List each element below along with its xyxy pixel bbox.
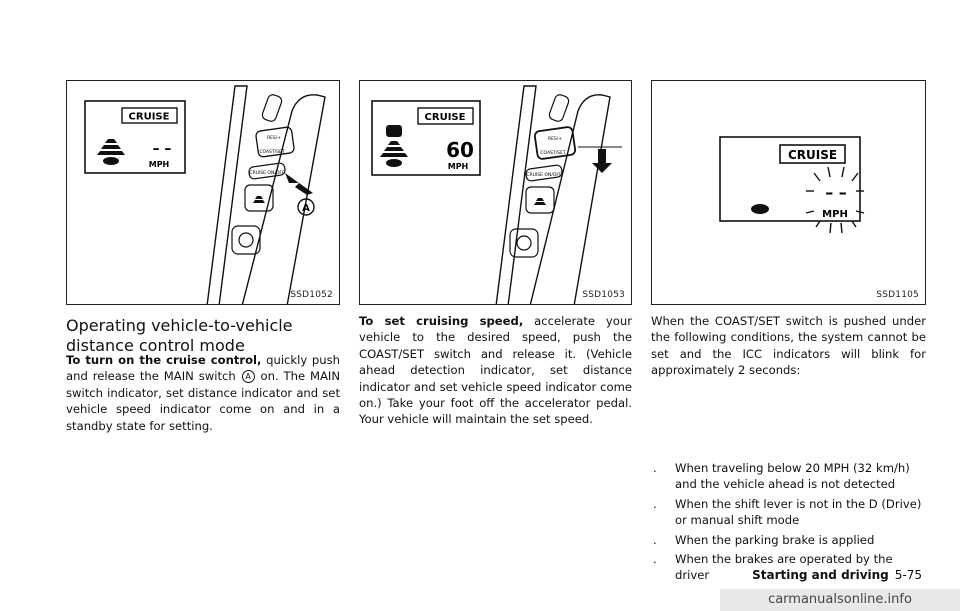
distance-bar-icon [380, 141, 408, 157]
watermark: carmanualsonline.info [720, 589, 960, 611]
display-screen [84, 100, 186, 174]
callout-a-marker: A [241, 370, 255, 384]
vehicle-ahead-icon [103, 157, 119, 165]
col2-paragraph: To set cruising speed, accelerate your v… [359, 314, 632, 427]
col3-intro: When the COAST/SET switch is pushed unde… [651, 314, 926, 378]
cruise-label: CRUISE [425, 112, 466, 123]
unit-label: MPH [448, 162, 469, 171]
display-screen [371, 100, 481, 176]
col1-bold-lead: To turn on the cruise control, [66, 353, 262, 367]
distance-button [244, 184, 274, 212]
cruise-label-box [417, 107, 474, 125]
unit-label: MPH [149, 160, 170, 169]
figure-code: SSD1105 [876, 290, 919, 300]
speed-readout: – – [825, 183, 847, 202]
list-item: .When the brakes are operated by the dri… [653, 552, 893, 583]
panel-edge [206, 85, 248, 304]
figure-illustration: CRUISE – – MPH [719, 136, 865, 234]
figure-ssd1105: CRUISE – – MPH SSD1105 [651, 80, 926, 305]
svg-text:COAST/SET: COAST/SET [259, 149, 285, 155]
list-item: .When the shift lever is not in the D (D… [653, 496, 922, 528]
svg-text:A: A [302, 203, 310, 214]
cruise-label-box [121, 107, 178, 124]
figure-illustration: CRUISE – – MPH RES/+ COAST/SET CRUISE ON… [84, 85, 326, 304]
page-number: 5-75 [894, 568, 922, 582]
display-screen [719, 136, 861, 222]
switch-panel [241, 94, 326, 304]
page-footer: Starting and driving 5-75 [752, 568, 922, 582]
distance-bar-icon [105, 139, 117, 143]
unit-label: MPH [822, 209, 848, 220]
svg-text:RES/+: RES/+ [267, 135, 281, 141]
blink-rays-icon [805, 166, 865, 234]
callout-a-icon [297, 198, 315, 216]
figure-ssd1052: CRUISE – – MPH RES/+ COAST/SET CRUISE ON… [66, 80, 340, 305]
svg-text:COAST/SET: COAST/SET [540, 150, 566, 156]
speed-readout: – – [153, 141, 172, 157]
cruise-label: CRUISE [129, 112, 170, 123]
speed-readout: 60 [446, 138, 474, 162]
figure-ssd1053: CRUISE 60 MPH RES/+ COAST/SET CRUISE ON/… [359, 80, 632, 305]
cruise-label-box [779, 144, 846, 164]
col2-bold-lead: To set cruising speed, [359, 314, 524, 328]
col1-paragraph: To turn on the cruise control, quickly p… [66, 353, 340, 433]
footer-section: Starting and driving [752, 568, 889, 582]
res-coast-switch [255, 126, 295, 158]
figure-code: SSD1052 [290, 290, 333, 300]
cruise-label: CRUISE [788, 148, 837, 162]
on-off-button [261, 94, 283, 122]
svg-text:CRUISE ON/OFF: CRUISE ON/OFF [249, 170, 285, 176]
section-heading: Operating vehicle-to-vehicle distance co… [66, 316, 293, 355]
lane-button [231, 225, 261, 255]
arrow-icon [285, 173, 299, 183]
conditions-list: .When traveling below 20 MPH (32 km/h) a… [651, 460, 926, 587]
cruise-main-button [248, 162, 286, 180]
list-item: .When traveling below 20 MPH (32 km/h) a… [653, 461, 910, 492]
figure-illustration: CRUISE 60 MPH RES/+ COAST/SET CRUISE ON/… [371, 85, 622, 304]
arrow-down-icon [592, 149, 612, 173]
list-item: .When the parking brake is applied [653, 532, 875, 547]
svg-text:CRUISE ON/OFF: CRUISE ON/OFF [526, 172, 562, 178]
switch-panel [529, 94, 611, 304]
figure-code: SSD1053 [582, 290, 625, 300]
vehicle-ahead-icon [386, 125, 402, 137]
panel-edge [495, 85, 537, 304]
svg-text:RES/+: RES/+ [548, 136, 562, 142]
res-coast-switch [533, 126, 577, 160]
vehicle-icon [751, 204, 769, 214]
